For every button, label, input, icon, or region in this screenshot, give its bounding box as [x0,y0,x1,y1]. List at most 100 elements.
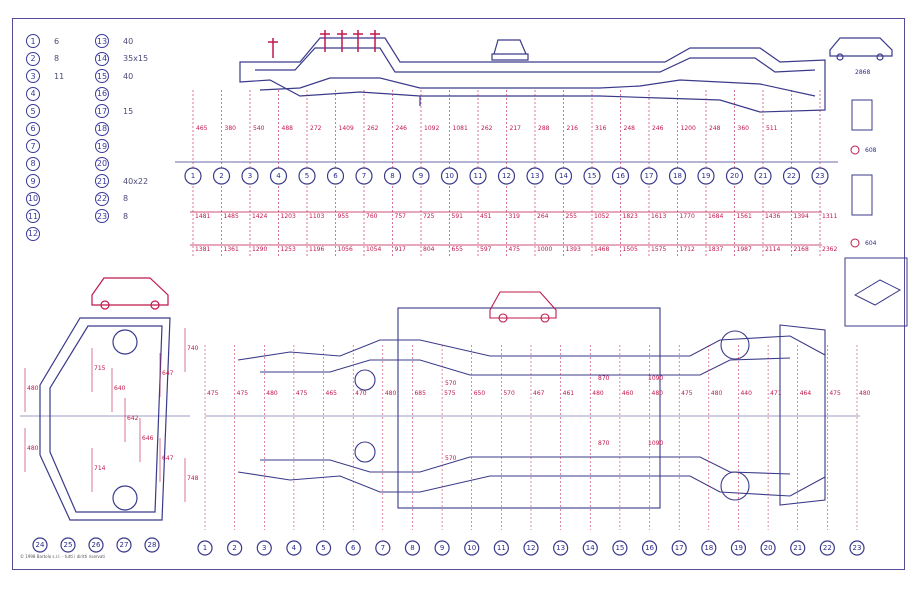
front-point-badge [60,537,76,553]
side-point-number: 20 [730,172,739,180]
plan-point-number: 5 [321,544,325,552]
plan-front-mount-upper [354,369,376,391]
side-row2-dim: 2114 [765,246,780,253]
plan-dim-value: 475 [296,390,308,397]
side-height-dim: 262 [481,125,493,132]
legend-number-badge: 18 [95,121,109,136]
plan-point-badge [434,540,450,556]
side-point-badge [469,167,487,185]
side-point-badge [811,167,829,185]
wheel-icon [150,300,160,310]
side-point-number: 9 [419,172,423,180]
car-top-icon [491,39,529,61]
legend-number-badge: 16 [95,86,109,101]
side-point-badge [497,167,516,185]
legend-item: 16 [95,86,123,102]
plan-point-badge [641,540,658,556]
plan-point-number: 4 [292,544,297,552]
side-point-number: 14 [559,172,568,180]
plan-point-number: 21 [793,544,802,552]
plan-point-badge [464,540,480,556]
plan-point-badge [227,540,243,556]
side-point-badge [326,167,345,185]
legend-number-badge: 15 [95,69,109,83]
legend-item: 12 [26,226,54,242]
plan-inner-dim: 570 [445,455,457,462]
plan-point-number: 19 [734,544,743,552]
legend-item: 9 [26,173,54,189]
side-pins [268,30,380,58]
legend-value: 40 [123,71,134,81]
side-point-badge [583,167,601,185]
legend-item: 18 [95,121,123,137]
legend-number-badge: 7 [26,139,40,153]
legend-number-badge: 10 [26,191,40,206]
plan-dim-value: 475 [829,390,841,397]
car-three-quarter-icon [91,277,169,306]
side-point-badge [697,167,715,185]
side-row2-dim: 1361 [224,246,239,253]
side-row2-dim: 917 [395,246,407,253]
side-point-number: 3 [248,172,252,180]
side-row2-dim: 597 [480,246,492,253]
plan-point-number: 10 [467,544,476,552]
side-point-badge [725,167,744,185]
plan-point-badge [612,540,628,556]
plan-inner-dim: 570 [445,380,457,387]
side-row1-dim: 1561 [737,213,752,220]
side-height-dim: 1081 [453,125,468,132]
legend-value: 15 [123,106,134,116]
legend-value: 8 [123,211,129,221]
plan-point-number: 9 [440,544,444,552]
legend-number-badge: 2 [26,51,40,66]
plan-inner-dim: 870 [598,375,610,382]
legend-value: 8 [54,54,60,63]
plan-dim-value: 470 [355,390,367,397]
front-point-number: 28 [148,541,157,549]
front-dim-value: 480 [27,445,39,452]
plan-dim-value: 480 [385,390,397,397]
side-point-number: 1 [191,172,195,180]
ref-height-label: 2868 [855,69,870,76]
side-row1-dim: 725 [423,213,435,220]
side-point-badge [412,167,430,185]
side-height-dim: 246 [652,125,664,132]
plan-inner-dim: 1090 [648,375,663,382]
legend-value: 6 [54,36,60,46]
legend-number-badge: 21 [95,174,109,188]
side-point-number: 7 [362,172,366,180]
side-height-dim: 248 [624,125,636,132]
plan-dim-value: 475 [207,390,219,397]
plan-point-number: 16 [645,544,654,552]
side-row2-dim: 1196 [309,246,324,253]
front-dim-value: 642 [127,415,139,422]
side-row1-dim: 1424 [252,213,267,220]
front-dim-value: 714 [94,465,106,472]
legend-number-badge: 9 [26,174,40,188]
side-point-badge [184,167,202,185]
side-row1-dim: 255 [566,213,578,220]
side-row1-dim: 1311 [822,213,837,220]
plan-dimension-marks: 1475247534804475546564707480868595751065… [197,345,871,556]
legend-item: 19 [95,138,123,154]
side-point-badge [526,167,544,185]
front-mount-upper [112,329,138,355]
wheel-icon [498,313,508,323]
plan-dim-value: 480 [652,390,664,397]
ref-sketch-lower [851,174,873,216]
legend-number-badge: 12 [26,226,40,241]
plan-point-badge [523,540,539,556]
legend-number-badge: 1 [26,34,40,48]
side-point-number: 8 [390,172,394,180]
plan-dim-value: 480 [592,390,604,397]
side-height-dim: 1409 [339,125,354,132]
front-point-number: 27 [120,541,129,549]
side-row2-dim: 1290 [252,246,267,253]
ref-sketches [844,99,908,327]
side-height-dim: 262 [367,125,379,132]
plan-inner-dim: 1090 [648,440,663,447]
front-dim-value: 715 [94,365,106,372]
plan-dim-value: 471 [770,390,782,397]
side-point-number: 22 [787,172,796,180]
